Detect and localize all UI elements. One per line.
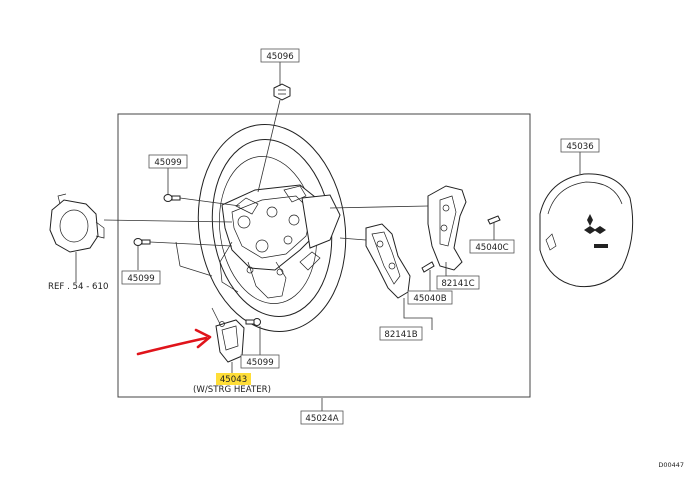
switch-82141b-part [365,223,411,299]
label-45024a: 45024A [305,414,338,424]
label-45043: 45043 [220,375,247,385]
label-45036: 45036 [566,142,593,152]
nut-45096-part [273,83,291,101]
bolt-45099-top-part [163,194,181,202]
label-45099-left: 45099 [127,274,154,284]
callout-45040c: 45040C [469,239,515,254]
highlight-45043 [216,373,251,385]
screw-45040c-part [487,215,501,225]
steering-wheel-body [197,124,347,332]
callout-45024a: 45024A [300,410,344,425]
callout-45099-bottom: 45099 [240,354,280,369]
bolt-45099-bottom-part [245,318,261,326]
label-82141c: 82141C [441,279,474,289]
airbag-module-45036-part [539,173,634,288]
assembly-frame [117,113,531,398]
callout-45096: 45096 [260,48,300,63]
callout-82141b: 82141B [379,326,423,341]
callout-45099-left: 45099 [121,270,161,285]
callout-45036: 45036 [560,138,600,153]
switch-82141c-part [427,185,467,271]
callout-45043: 45043 (W/STRG HEATER) [193,373,271,395]
reference-text: REF . 54 - 610 [48,282,108,292]
clock-spring-part [49,193,105,253]
label-45099-top: 45099 [154,158,181,168]
callout-45099-top: 45099 [148,154,188,169]
label-82141b: 82141B [384,330,417,340]
red-annotation-arrow-icon [136,328,212,356]
screw-45040b-part [421,261,435,273]
label-45040c: 45040C [475,243,508,253]
drawing-number: D00447 [658,461,684,469]
label-45099-bottom: 45099 [246,358,273,368]
label-45096: 45096 [266,52,293,62]
mitsubishi-logo-icon [584,214,606,234]
label-45040b: 45040B [413,294,446,304]
airbag-emblem-text [594,244,608,248]
bolt-45099-left-part [133,238,151,246]
heater-unit-45043-part [215,319,245,363]
callout-82141c: 82141C [436,275,480,290]
label-45043-note: (W/STRG HEATER) [193,385,271,395]
callout-45040b: 45040B [407,290,453,305]
